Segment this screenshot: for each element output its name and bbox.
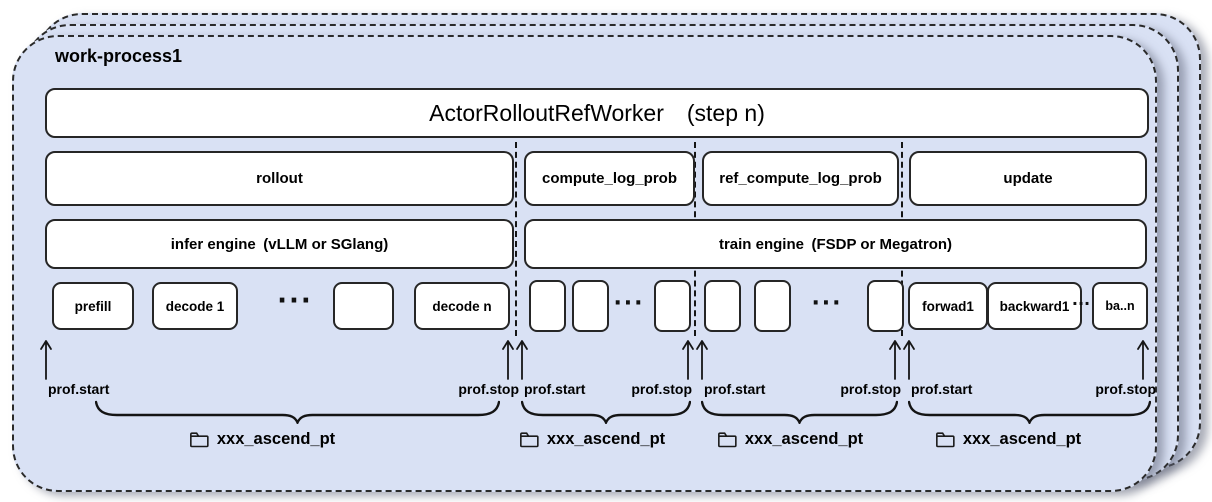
prof-stop-label: prof.stop — [458, 381, 519, 397]
underbrace — [700, 400, 899, 426]
prof-start-label: prof.start — [48, 381, 110, 397]
timeline-box-empty — [529, 280, 566, 332]
underbrace — [907, 400, 1152, 426]
timeline-box-empty — [654, 280, 691, 332]
profiler-arrow-up-icon — [502, 340, 514, 380]
folder-icon — [190, 432, 209, 448]
ellipsis-dots: ··· — [613, 291, 645, 316]
output-folder: xxx_ascend_pt — [519, 430, 665, 449]
stage-rollout: rollout — [45, 151, 514, 206]
ellipsis-dots: ··· — [811, 291, 843, 316]
underbrace — [94, 400, 501, 426]
output-label: xxx_ascend_pt — [962, 430, 1082, 448]
profiler-arrow-up-icon — [696, 340, 708, 380]
stage-label: ref_compute_log_prob — [719, 170, 882, 187]
actor-rollout-ref-worker-box: ActorRolloutRefWorker (step n) — [45, 88, 1149, 138]
stage-update: update — [909, 151, 1147, 206]
prof-start-label: prof.start — [524, 381, 586, 397]
train-engine-box: train engine (FSDP or Megatron) — [524, 219, 1147, 269]
stage-label: rollout — [256, 170, 303, 187]
timeline-box-label: ba..n — [1105, 299, 1135, 313]
section-divider-line — [515, 142, 517, 336]
profiler-arrow-up-icon — [516, 340, 528, 380]
prof-start-label: prof.start — [704, 381, 766, 397]
profiler-arrow-up-icon — [40, 340, 52, 380]
stage-label: update — [1003, 170, 1053, 187]
profiler-arrow-up-icon — [889, 340, 901, 380]
stage-compute-log-prob: compute_log_prob — [524, 151, 695, 206]
output-label: xxx_ascend_pt — [546, 430, 666, 448]
underbrace — [520, 400, 692, 426]
profiler-arrow-up-icon — [682, 340, 694, 380]
ellipsis-dots: ··· — [1071, 294, 1091, 313]
output-label: xxx_ascend_pt — [744, 430, 864, 448]
folder-icon — [520, 432, 539, 448]
ellipsis-dots: ··· — [277, 286, 313, 316]
timeline-box-label: prefill — [74, 298, 112, 314]
profiler-arrow-up-icon — [1137, 340, 1149, 380]
engine-label: train engine (FSDP or Megatron) — [718, 235, 953, 253]
output-label: xxx_ascend_pt — [216, 430, 336, 448]
folder-icon — [936, 432, 955, 448]
timeline-box-empty — [572, 280, 609, 332]
profiler-arrow-up-icon — [903, 340, 915, 380]
timeline-box-label: forwad1 — [922, 298, 974, 314]
actor-rollout-ref-worker-label: ActorRolloutRefWorker (step n) — [429, 99, 765, 126]
folder-icon — [718, 432, 737, 448]
timeline-box-decode-n: decode n — [414, 282, 510, 330]
timeline-box-label: decode 1 — [165, 298, 225, 314]
timeline-box-empty — [754, 280, 791, 332]
timeline-box-forward1: forwad1 — [908, 282, 988, 330]
timeline-box-prefill: prefill — [52, 282, 134, 330]
timeline-box-empty — [867, 280, 904, 332]
timeline-box-label: decode n — [432, 298, 492, 314]
infer-engine-box: infer engine (vLLM or SGlang) — [45, 219, 514, 269]
stage-ref-compute-log-prob: ref_compute_log_prob — [702, 151, 899, 206]
output-folder: xxx_ascend_pt — [189, 430, 335, 449]
output-folder: xxx_ascend_pt — [935, 430, 1081, 449]
stage-label: compute_log_prob — [541, 170, 677, 187]
timeline-box-decode-1: decode 1 — [152, 282, 238, 330]
panel-title: work-process1 — [55, 46, 183, 66]
prof-stop-label: prof.stop — [1095, 381, 1156, 397]
timeline-box-ba-n: ba..n — [1092, 282, 1148, 330]
prof-stop-label: prof.stop — [631, 381, 692, 397]
engine-label: infer engine (vLLM or SGlang) — [170, 235, 389, 253]
timeline-box-backward1: backward1 — [987, 282, 1082, 330]
prof-stop-label: prof.stop — [840, 381, 901, 397]
prof-start-label: prof.start — [911, 381, 973, 397]
timeline-box-empty — [333, 282, 394, 330]
timeline-box-empty — [704, 280, 741, 332]
output-folder: xxx_ascend_pt — [717, 430, 863, 449]
timeline-box-label: backward1 — [999, 298, 1070, 314]
